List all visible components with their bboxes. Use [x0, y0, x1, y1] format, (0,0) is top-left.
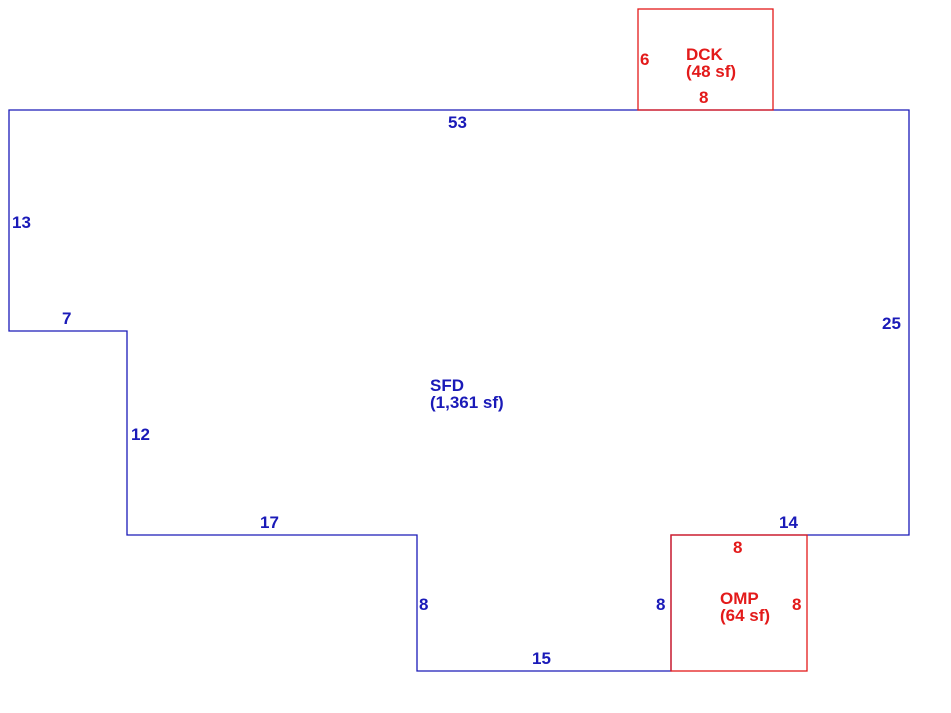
dim-sfd-bottom-right: 14: [779, 513, 798, 532]
omp-area-name: OMP: [720, 589, 759, 608]
sfd-area-size: (1,361 sf): [430, 393, 504, 412]
dim-sfd-bottom-middle: 15: [532, 649, 551, 668]
dck-area-name: DCK: [686, 45, 724, 64]
omp-outline: [670, 534, 808, 672]
dim-dck-bottom: 8: [699, 88, 708, 107]
dim-sfd-left-upper: 13: [12, 213, 31, 232]
sfd-area-name: SFD: [430, 376, 464, 395]
dim-dck-side: 6: [640, 50, 649, 69]
dck-outline: [637, 8, 774, 111]
dim-sfd-right: 25: [882, 314, 901, 333]
dck-area-size: (48 sf): [686, 62, 736, 81]
omp-area-size: (64 sf): [720, 606, 770, 625]
dim-omp-right: 8: [792, 595, 801, 614]
dim-omp-top: 8: [733, 538, 742, 557]
dim-sfd-step-top: 7: [62, 309, 71, 328]
dim-sfd-top: 53: [448, 113, 467, 132]
dim-sfd-notch-right: 8: [656, 595, 665, 614]
sfd-outline: [8, 109, 910, 672]
dim-sfd-left-lower: 12: [131, 425, 150, 444]
dim-sfd-notch-left: 8: [419, 595, 428, 614]
dim-sfd-bottom-left: 17: [260, 513, 279, 532]
